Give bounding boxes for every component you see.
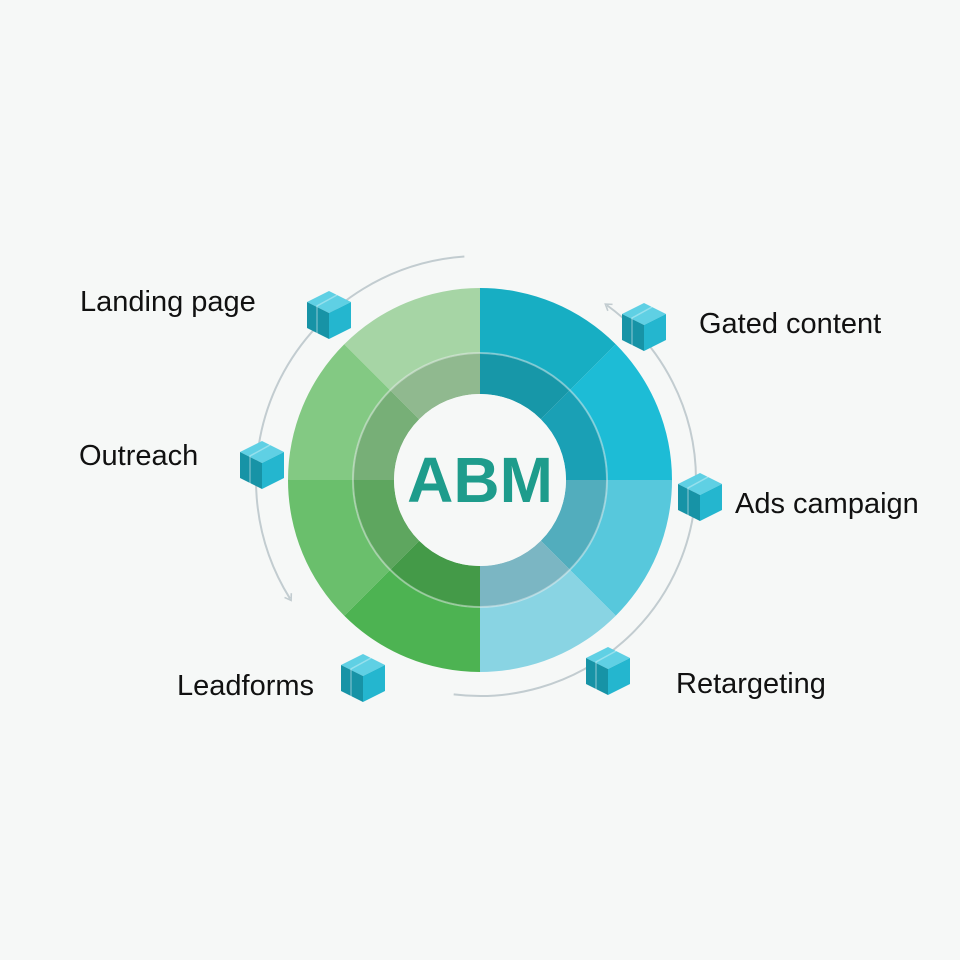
abm-ring — [288, 288, 672, 672]
ring-outer-segment — [480, 569, 616, 672]
ring-outer-segment — [344, 569, 480, 672]
gated-content-cube-icon — [622, 303, 666, 351]
ring-inner-segment — [353, 390, 420, 480]
retargeting-cube-icon — [586, 647, 630, 695]
ring-inner-segment — [353, 480, 420, 570]
ring-outer-segment — [480, 288, 616, 391]
stage-label-landing-page: Landing page — [80, 286, 256, 318]
stage-label-gated-content: Gated content — [699, 308, 881, 340]
landing-page-cube-icon — [307, 291, 351, 339]
ring-outer-segment — [569, 344, 672, 480]
ring-inner-segment — [480, 540, 570, 607]
ring-outer-segment — [288, 344, 391, 480]
center-disc — [394, 394, 566, 566]
left-flow-arc — [255, 255, 465, 602]
ring-inner-segment — [540, 480, 607, 570]
right-flow-arc-lower — [453, 479, 697, 697]
ring-outer-segment — [288, 480, 391, 616]
ring-outer-segment — [344, 288, 480, 391]
center-label-abm: ABM — [407, 444, 553, 516]
stage-cubes — [240, 291, 722, 702]
leadforms-cube-icon — [341, 654, 385, 702]
ring-inner-segment — [540, 390, 607, 480]
ring-inner-segment — [390, 353, 480, 420]
stage-label-leadforms: Leadforms — [177, 670, 314, 702]
stage-label-ads-campaign: Ads campaign — [735, 488, 919, 520]
stage-label-retargeting: Retargeting — [676, 668, 826, 700]
stage-label-outreach: Outreach — [79, 440, 198, 472]
outreach-cube-icon — [240, 441, 284, 489]
ring-outer-segment — [569, 480, 672, 616]
ring-inner-segment — [390, 540, 480, 607]
ring-inner-segment — [480, 353, 570, 420]
ring-divider — [352, 352, 608, 608]
ads-campaign-cube-icon — [678, 473, 722, 521]
